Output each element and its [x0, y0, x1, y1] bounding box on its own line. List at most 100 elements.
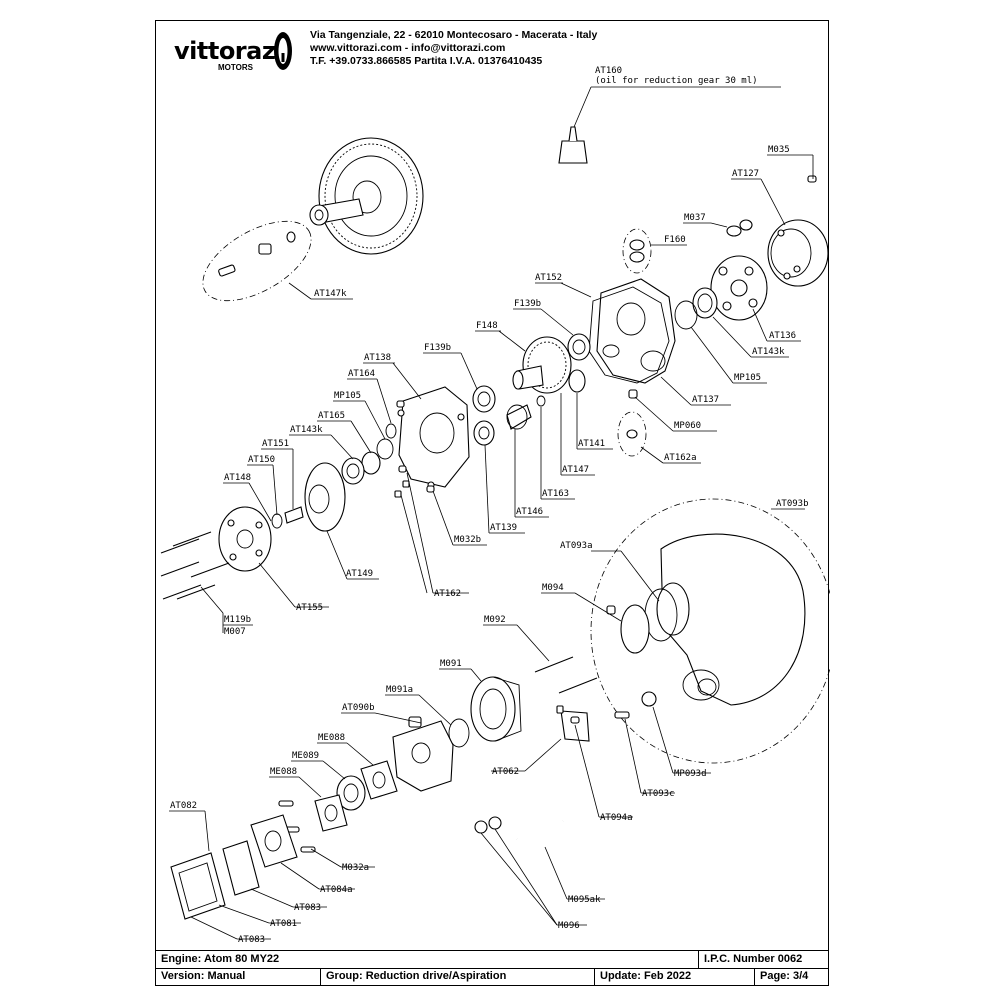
label-at147k: AT147k: [314, 289, 347, 299]
part-m094-clamp: [606, 604, 650, 654]
group-field: Group: Reduction drive/Aspiration: [320, 968, 594, 985]
label-at165: AT165: [318, 411, 345, 421]
part-at082-reed-valve: [170, 852, 226, 920]
part-at137-gasket: [588, 286, 670, 384]
label-at162: AT162: [434, 589, 461, 599]
label-me088-b: ME088: [270, 767, 297, 777]
label-at143k-top: AT143k: [752, 347, 785, 357]
label-at083-a: AT083: [294, 903, 321, 913]
part-at150-washer: [271, 513, 283, 529]
label-at138: AT138: [364, 353, 391, 363]
part-m096-clips: [474, 816, 502, 834]
part-at162a-dowel: [617, 411, 647, 457]
label-at151: AT151: [262, 439, 289, 449]
label-at136: AT136: [769, 331, 796, 341]
label-mp105: MP105: [334, 391, 361, 401]
part-at138-cover: [397, 386, 470, 489]
company-contact: T.F. +39.0733.866585 Partita I.V.A. 0137…: [310, 55, 543, 67]
part-at152-housing: [596, 278, 676, 384]
label-at082: AT082: [170, 801, 197, 811]
logo-subtitle: MOTORS: [218, 63, 253, 72]
ipc-number-field: I.P.C. Number 0062: [698, 951, 830, 968]
label-f148: F148: [476, 321, 498, 331]
part-at127-cover: [767, 219, 829, 287]
label-f139b: F139b: [424, 343, 451, 353]
part-mp105-circlip-top: [674, 300, 698, 330]
label-at062: AT062: [492, 767, 519, 777]
part-at162-dowels: [394, 480, 410, 498]
version-field: Version: Manual: [161, 970, 246, 982]
part-at093a-sleeve: [644, 582, 690, 642]
logo-emblem-icon: [274, 32, 292, 70]
vittorazi-logo: vittorazi MOTORS: [174, 25, 294, 79]
part-m035-screw: [807, 175, 817, 183]
part-at139-bearing: [473, 420, 495, 446]
label-m037: M037: [684, 213, 706, 223]
label-f139b-top: F139b: [514, 299, 541, 309]
label-m091: M091: [440, 659, 462, 669]
part-me088-gasket-b: [314, 794, 348, 832]
drawing-sheet: vittorazi MOTORS Via Tangenziale, 22 - 6…: [155, 20, 830, 986]
part-m119b-bolts: [160, 531, 230, 600]
label-at149: AT149: [346, 569, 373, 579]
part-m037-bolts: [726, 219, 753, 237]
update-field: Update: Feb 2022: [594, 968, 754, 985]
label-at147: AT147: [562, 465, 589, 475]
label-at146: AT146: [516, 507, 543, 517]
part-at093b-silencer: [590, 498, 830, 764]
part-at143k-bearing-top: [692, 287, 718, 319]
part-at149-flange: [304, 462, 346, 532]
part-at164-seal: [385, 423, 397, 439]
part-m092-studs: [534, 656, 598, 694]
label-m119b: M119b: [224, 615, 251, 625]
label-at090b: AT090b: [342, 703, 375, 713]
header: vittorazi MOTORS Via Tangenziale, 22 - 6…: [156, 21, 828, 81]
label-m035: M035: [768, 145, 790, 155]
part-at141-bearing: [568, 369, 586, 393]
label-at093a: AT093a: [560, 541, 593, 551]
part-f148-gear: [512, 336, 572, 394]
part-m095ak-hose: [515, 820, 566, 847]
label-at148: AT148: [224, 473, 251, 483]
label-m032a: M032a: [342, 863, 369, 873]
part-at136-plate: [710, 255, 768, 321]
label-me088-a: ME088: [318, 733, 345, 743]
part-m032b-bolts: [396, 400, 435, 493]
engine-field: Engine: Atom 80 MY22: [161, 953, 280, 965]
page-field: Page: 3/4: [754, 968, 830, 985]
part-me088-gasket-a: [360, 760, 398, 800]
label-at162a: AT162a: [664, 453, 697, 463]
label-m096: M096: [558, 921, 580, 931]
label-at155: AT155: [296, 603, 323, 613]
label-at141: AT141: [578, 439, 605, 449]
label-at084a: AT084a: [320, 885, 353, 895]
label-m095ak: M095ak: [568, 895, 601, 905]
label-at094a: AT094a: [600, 813, 633, 823]
label-mp060: MP060: [674, 421, 701, 431]
part-f160-seal: [622, 228, 652, 274]
title-block: Engine: Atom 80 MY22 I.P.C. Number 0062 …: [156, 950, 828, 985]
label-f160: F160: [664, 235, 686, 245]
label-m007: M007: [224, 627, 246, 637]
label-mp093d: MP093d: [674, 769, 707, 779]
title-row-2: Version: Manual Group: Reduction drive/A…: [156, 968, 828, 985]
label-m032b: M032b: [454, 535, 481, 545]
part-f139b-bearing-top: [567, 333, 591, 361]
label-oil-note: (oil for reduction gear 30 ml): [595, 76, 758, 86]
part-me089-spacer: [336, 775, 366, 811]
exploded-parts-diagram: AT160 (oil for reduction gear 30 ml): [160, 66, 830, 945]
label-m091a: M091a: [386, 685, 413, 695]
company-address: Via Tangenziale, 22 - 62010 Montecosaro …: [310, 29, 598, 41]
label-at143k: AT143k: [290, 425, 323, 435]
part-at094a-nut: [570, 716, 580, 724]
part-at155-hub-plate: [218, 506, 272, 572]
part-large-gear-shaft: [286, 137, 424, 255]
label-at093b: AT093b: [776, 499, 809, 509]
part-at147k-key-set: [202, 220, 312, 302]
logo-wordmark: vittorazi: [174, 37, 284, 65]
part-at143k-bearing: [341, 457, 365, 485]
part-at093c-screw: [614, 711, 630, 719]
label-at164: AT164: [348, 369, 375, 379]
part-at165-spacer: [361, 451, 381, 475]
part-mp060-bolt: [628, 389, 638, 399]
